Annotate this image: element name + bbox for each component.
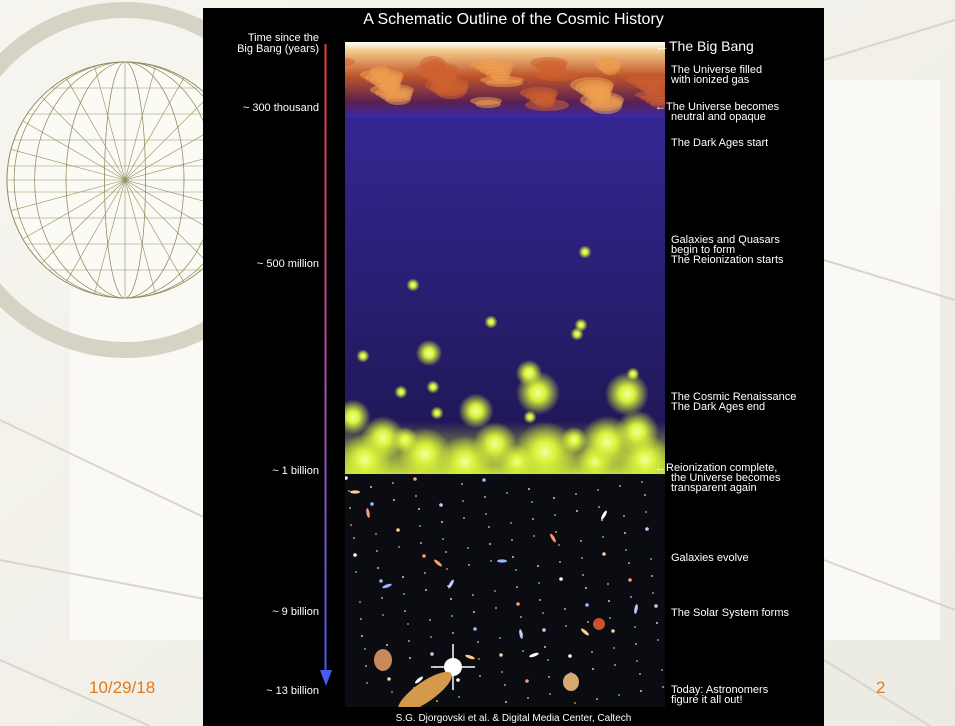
event-line: with ionized gas (671, 74, 750, 86)
time-tick: ~ 1 billion (272, 465, 319, 477)
time-axis-header: Time since the Big Bang (years) (203, 33, 319, 55)
galaxy-icon (374, 618, 605, 707)
event-reionization-complete: ←Reionization complete, the Universe bec… (655, 462, 807, 494)
event-line: Galaxies evolve (671, 552, 749, 564)
time-tick: ~ 300 thousand (242, 102, 319, 114)
event-line: transparent again (671, 482, 757, 494)
bright-star-icon (431, 644, 475, 690)
cosmic-history-diagram: A Schematic Outline of the Cosmic Histor… (203, 8, 824, 726)
event-line: neutral and opaque (671, 111, 766, 123)
cosmic-timeline-image (345, 42, 665, 707)
event-line: figure it all out! (671, 694, 743, 706)
event-neutral-opaque: ←The Universe becomes neutral and opaque (655, 101, 807, 123)
time-tick: ~ 500 million (256, 258, 319, 270)
image-credit: S.G. Djorgovski et al. & Digital Media C… (395, 713, 632, 724)
event-line: The Dark Ages start (671, 137, 769, 149)
event-galaxies-evolve: Galaxies evolve (671, 552, 823, 564)
time-tick: ~ 9 billion (272, 606, 319, 618)
event-line: The Reionization starts (671, 254, 784, 266)
diagram-title: A Schematic Outline of the Cosmic Histor… (363, 11, 664, 28)
event-line: ←The Big Bang (655, 38, 754, 54)
time-axis-header-line2: Big Bang (years) (237, 43, 319, 55)
event-line: ←The Universe becomes (655, 101, 780, 113)
event-line: begin to form (671, 244, 736, 256)
event-line: The Cosmic Renaissance (671, 391, 797, 403)
event-line: ←Reionization complete, (655, 462, 778, 474)
event-today: Today: Astronomers figure it all out! (671, 684, 823, 706)
slide-page-number: 2 (876, 678, 886, 697)
event-line: The Universe filled (671, 64, 763, 76)
event-big-bang: ←The Big Bang (655, 39, 807, 53)
time-axis-header-line1: Time since the (247, 32, 319, 44)
event-line: The Solar System forms (671, 607, 789, 619)
event-line: Today: Astronomers (671, 684, 769, 696)
event-cosmic-renaissance: The Cosmic Renaissance The Dark Ages end (671, 391, 823, 413)
time-tick: ~ 13 billion (266, 685, 319, 697)
slide-date: 10/29/18 (89, 678, 156, 697)
time-arrow (320, 44, 332, 686)
event-line: the Universe becomes (671, 472, 781, 484)
event-line: The Dark Ages end (671, 401, 766, 413)
event-ionized-gas: The Universe filled with ionized gas (671, 64, 823, 86)
event-solar-system: The Solar System forms (671, 607, 823, 619)
event-dark-ages-start: The Dark Ages start (671, 137, 823, 149)
event-line: Galaxies and Quasars (671, 234, 780, 246)
event-galaxies-begin: Galaxies and Quasars begin to form The R… (671, 234, 823, 266)
